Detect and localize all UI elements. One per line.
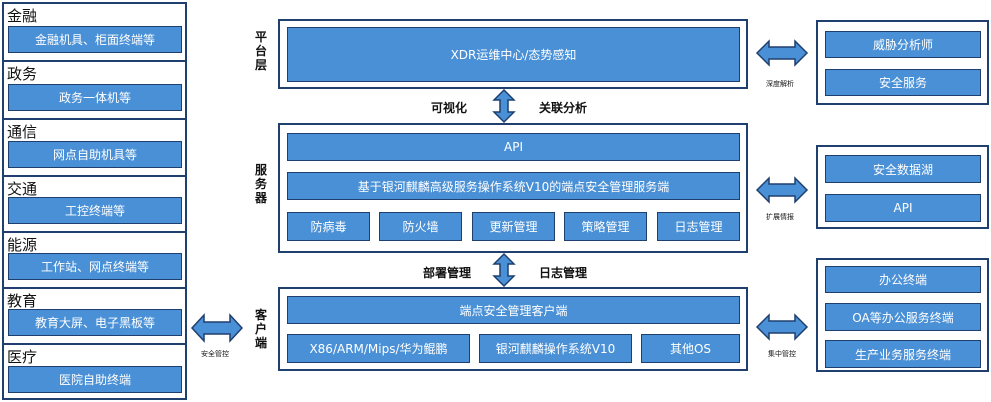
server-system-box: 基于银河麒麟高级服务操作系统V10的端点安全管理服务端 — [287, 172, 740, 200]
industry-item-education: 教育大屏、电子黑板等 — [8, 309, 182, 336]
industry-divider — [3, 118, 186, 120]
module-firewall: 防火墙 — [379, 212, 462, 241]
module-log: 日志管理 — [657, 212, 740, 241]
link-label-logging: 日志管理 — [539, 266, 588, 280]
platform-x86: X86/ARM/Mips/华为鲲鹏 — [287, 334, 470, 363]
server-api-box: API — [287, 133, 740, 161]
client-main-box: 端点安全管理客户端 — [287, 296, 740, 324]
oa-terminal-box: OA等办公服务终端 — [825, 303, 981, 331]
intel-api-box: API — [825, 194, 981, 222]
industry-divider — [3, 343, 186, 345]
link-label-visualization: 可视化 — [431, 101, 468, 115]
vertical-double-arrow-icon — [492, 88, 516, 124]
office-terminal-box: 办公终端 — [825, 266, 981, 293]
double-arrow-icon — [755, 176, 809, 204]
industry-label-telecom: 通信 — [7, 123, 38, 141]
industry-divider — [3, 231, 186, 233]
industry-item-government: 政务一体机等 — [8, 84, 182, 111]
double-arrow-icon — [755, 313, 809, 341]
platform-kylin: 银河麒麟操作系统V10 — [479, 334, 632, 363]
industry-item-transport: 工控终端等 — [8, 197, 182, 224]
link-label-central-control: 集中管控 — [768, 350, 796, 358]
platform-other: 其他OS — [641, 334, 740, 363]
link-label-security-control: 安全管控 — [201, 350, 229, 358]
threat-analyst-box: 威胁分析师 — [825, 31, 981, 58]
industry-label-government: 政务 — [7, 65, 38, 83]
double-arrow-icon — [190, 313, 244, 343]
layer-label-platform: 平台层 — [254, 30, 267, 72]
double-arrow-icon — [755, 39, 809, 67]
industry-divider — [3, 175, 186, 177]
vertical-double-arrow-icon — [492, 252, 516, 288]
module-antivirus: 防病毒 — [287, 212, 370, 241]
xdr-center-box: XDR运维中心/态势感知 — [287, 27, 740, 82]
industry-label-medical: 医疗 — [7, 348, 38, 366]
industry-label-finance: 金融 — [7, 7, 38, 25]
security-service-box: 安全服务 — [825, 69, 981, 96]
industry-label-education: 教育 — [7, 292, 38, 310]
link-label-correlation: 关联分析 — [539, 101, 588, 115]
industry-divider — [3, 287, 186, 289]
link-label-extended-intel: 扩展情报 — [766, 213, 794, 221]
module-policy: 策略管理 — [564, 212, 647, 241]
industry-divider — [3, 60, 186, 62]
module-update: 更新管理 — [472, 212, 555, 241]
industry-item-finance: 金融机具、柜面终端等 — [8, 26, 182, 53]
link-label-deep-analysis: 深度解析 — [766, 80, 794, 88]
production-terminal-box: 生产业务服务终端 — [825, 340, 981, 368]
industry-label-energy: 能源 — [7, 236, 38, 254]
layer-label-server: 服务器 — [254, 163, 267, 205]
link-label-deployment: 部署管理 — [423, 266, 472, 280]
industry-item-medical: 医院自助终端 — [8, 366, 182, 393]
industry-item-telecom: 网点自助机具等 — [8, 141, 182, 168]
industry-label-transport: 交通 — [7, 180, 38, 198]
layer-label-client: 客户端 — [254, 308, 267, 350]
data-lake-box: 安全数据湖 — [825, 155, 981, 183]
industry-item-energy: 工作站、网点终端等 — [8, 253, 182, 280]
